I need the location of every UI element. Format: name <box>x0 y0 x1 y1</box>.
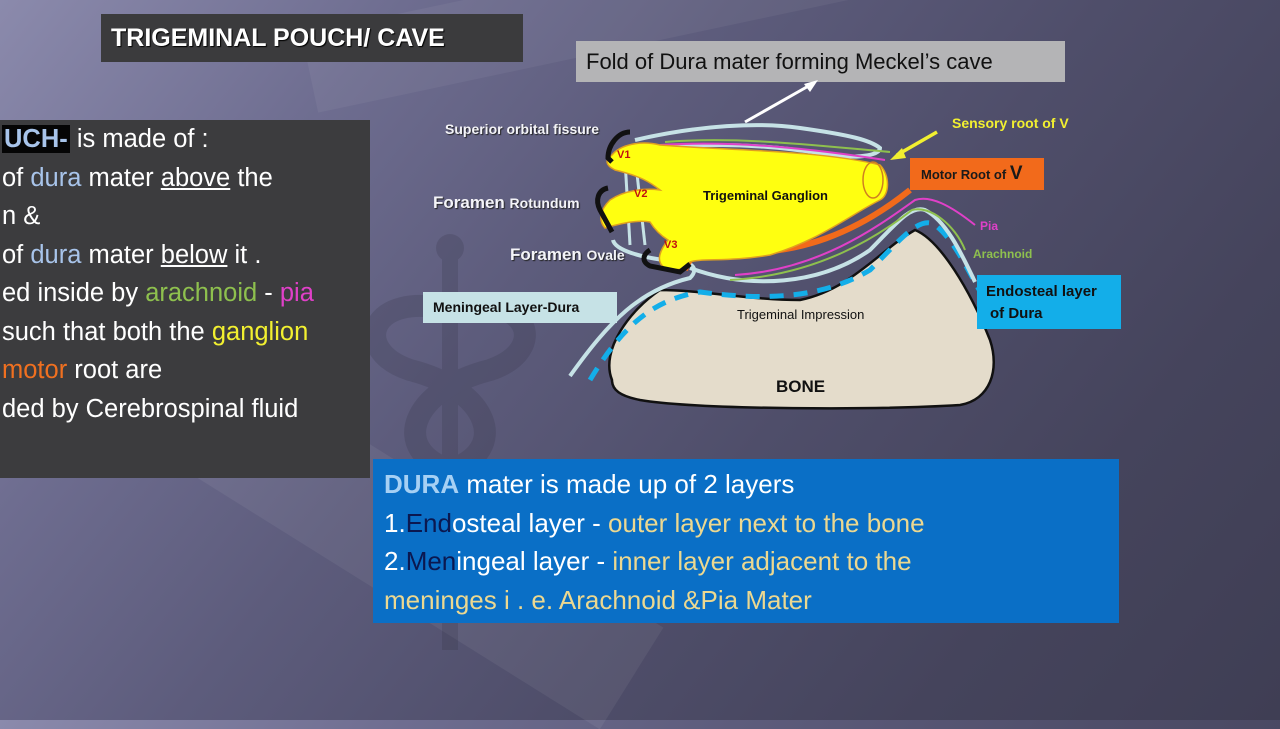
bone-label: BONE <box>776 377 825 396</box>
motor-root-text: Motor Root of <box>921 167 1010 182</box>
description-line-3: n & <box>0 197 370 236</box>
arachnoid-line-top <box>664 139 891 153</box>
text-span: ed inside by <box>2 279 146 307</box>
trigeminal-cave-diagram: V1 V2 V3 Trigeminal Ganglion Trigeminal … <box>568 80 995 410</box>
dura-line-4: meninges i . e. Arachnoid &Pia Mater <box>384 581 1119 620</box>
callout-arrow <box>744 82 813 124</box>
text-span: root are <box>67 356 163 384</box>
pouch-highlight: UCH- <box>2 125 70 153</box>
text-span: 2. <box>384 546 406 576</box>
arachnoid-label: Arachnoid <box>973 247 1033 261</box>
text-span: ded by Cerebrospinal fluid <box>2 394 299 423</box>
above-keyword: above <box>160 163 231 192</box>
text-span: ingeal layer - <box>456 546 613 576</box>
endosteal-line-2: of Dura <box>990 305 1043 322</box>
v3-label: V3 <box>664 239 677 251</box>
sensory-root-arrow <box>896 130 938 157</box>
meningeal-layer-label: Meningeal Layer-Dura <box>423 292 617 323</box>
pia-keyword: pia <box>279 279 314 307</box>
text-span: mater is made up of 2 layers <box>459 469 795 499</box>
foramen-rotundum-bracket <box>595 185 615 234</box>
text-span: n & <box>2 202 41 230</box>
text-span: it . <box>227 240 262 269</box>
endosteal-description: outer layer next to the bone <box>608 507 925 538</box>
foramen-word: Foramen <box>510 245 582 264</box>
v2-label: V2 <box>634 188 647 200</box>
endosteal-layer-label: Endosteal layer of Dura <box>977 275 1121 329</box>
superior-orbital-fissure-bracket <box>605 129 631 164</box>
v1-label: V1 <box>617 149 630 161</box>
end-prefix: End <box>405 507 452 538</box>
meningeal-description-cont: meninges i . e. Arachnoid &Pia Mater <box>384 584 812 615</box>
motor-keyword: motor <box>2 356 68 384</box>
description-line-6: such that both the ganglion <box>0 313 370 352</box>
dura-layers-box: DURA mater is made up of 2 layers 1.Endo… <box>373 459 1119 623</box>
ovale-word: Ovale <box>586 247 625 263</box>
description-line-7: motor root are <box>0 351 370 390</box>
trigeminal-ganglion-label: Trigeminal Ganglion <box>703 188 828 203</box>
text-span: the <box>230 163 273 192</box>
men-prefix: Men <box>405 546 457 576</box>
description-line-4: of dura mater below it . <box>0 236 370 275</box>
text-span: of <box>2 163 31 192</box>
trigeminal-impression-label: Trigeminal Impression <box>737 307 864 322</box>
superior-orbital-fissure-label: Superior orbital fissure <box>445 121 600 137</box>
sensory-root-label: Sensory root of V <box>952 115 1069 131</box>
foramen-rotundum-label: Foramen Rotundum <box>433 193 580 213</box>
dura-keyword: DURA <box>384 469 460 499</box>
pia-line-bottom <box>734 197 976 276</box>
description-line-1: UCH- is made of : <box>0 120 370 159</box>
endosteal-dura-line <box>587 220 988 382</box>
text-span: mater <box>81 240 161 269</box>
dura-keyword: dura <box>30 240 82 269</box>
dura-line-2: 1.Endosteal layer - outer layer next to … <box>384 504 1119 543</box>
meningeal-description: inner layer adjacent to the <box>612 546 912 576</box>
endosteal-line-1: Endosteal layer <box>986 283 1097 300</box>
description-line-2: of dura mater above the <box>0 159 370 198</box>
text-span: 1. <box>384 507 406 538</box>
foramen-ovale-label: Foramen Ovale <box>510 245 625 265</box>
text-span: - <box>257 279 280 307</box>
rotundum-word: Rotundum <box>509 195 580 211</box>
text-span: such that both the <box>2 317 212 346</box>
pia-label: Pia <box>980 219 999 233</box>
below-keyword: below <box>160 240 228 269</box>
slide-title: TRIGEMINAL POUCH/ CAVE <box>101 14 523 62</box>
ganglion-keyword: ganglion <box>211 317 309 346</box>
motor-root-label: Motor Root of V <box>910 158 1044 190</box>
pia-line-top <box>659 142 886 161</box>
text-span: mater <box>81 163 161 192</box>
meckels-cave-callout: Fold of Dura mater forming Meckel’s cave <box>576 41 1065 82</box>
bone-shape <box>608 228 995 410</box>
dura-line-1: DURA mater is made up of 2 layers <box>384 465 1119 504</box>
dura-keyword: dura <box>30 163 82 192</box>
text-span: is made of : <box>69 125 209 153</box>
foramen-word: Foramen <box>433 193 505 212</box>
dura-line-3: 2.Meningeal layer - inner layer adjacent… <box>384 542 1119 581</box>
description-line-8: ded by Cerebrospinal fluid <box>0 390 370 429</box>
pouch-description-panel: UCH- is made of : of dura mater above th… <box>0 120 370 478</box>
arachnoid-line-bottom <box>729 208 966 281</box>
foramen-ovale-bracket <box>641 247 692 275</box>
text-span: of <box>2 240 31 269</box>
arachnoid-keyword: arachnoid <box>145 279 258 307</box>
motor-root-v: V <box>1009 163 1023 184</box>
text-span: osteal layer - <box>451 507 609 538</box>
description-line-5: ed inside by arachnoid - pia <box>0 274 370 313</box>
